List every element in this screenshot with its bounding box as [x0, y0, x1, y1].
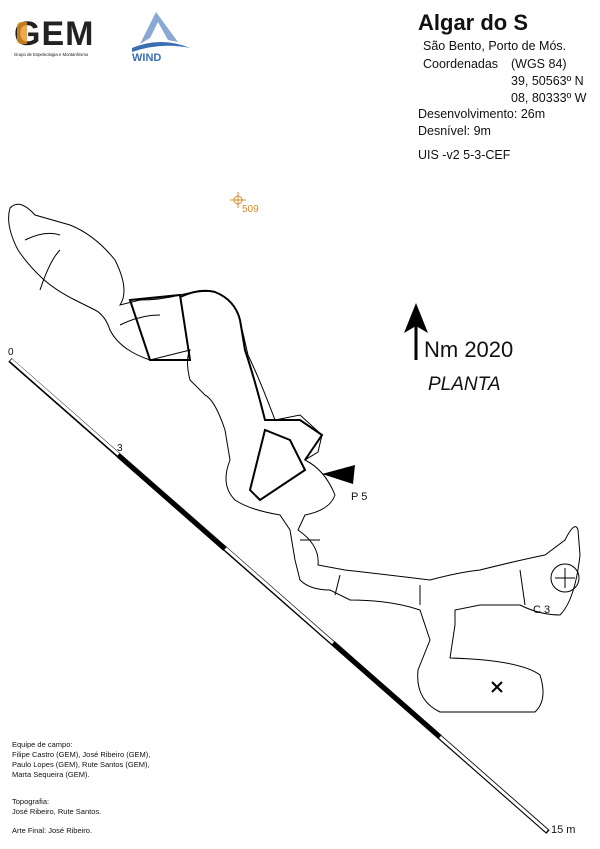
topography: José Ribeiro, Rute Santos.: [12, 807, 102, 816]
field-team-label: Equipe de campo:: [12, 740, 73, 749]
scale-label-3: 3: [117, 443, 123, 454]
latitude: 39, 50563º N: [511, 74, 584, 88]
wind-logo: WIND: [128, 8, 194, 68]
gem-logo-subtitle: Grupo de Espeleologia e Montanhismo: [14, 52, 89, 57]
cave-outline: [8, 203, 581, 713]
topography-label: Topografia:: [12, 797, 50, 806]
gem-logo: GEM Grupo de Espeleologia e Montanhismo: [14, 16, 104, 66]
development: Desenvolvimento: 26m: [418, 107, 546, 121]
coordinates-label: Coordenadas: [423, 57, 499, 71]
gem-logo-text: GEM: [14, 15, 95, 53]
wind-logo-text: WIND: [132, 52, 162, 64]
scale-segment-black: [331, 641, 442, 739]
scale-label-15: 15 m: [551, 824, 576, 836]
view-label: PLANTA: [428, 374, 501, 395]
pit-entrance-marker-icon: [322, 465, 355, 484]
north-label: Nm 2020: [424, 337, 514, 362]
scale-label-0: 0: [8, 347, 14, 358]
datum: (WGS 84): [511, 57, 567, 71]
depth: Desnível: 9m: [418, 124, 491, 138]
north-arrow-icon: [404, 303, 428, 360]
mountain-icon: [132, 12, 190, 52]
pit-label: P 5: [351, 491, 368, 503]
field-team-line: Paulo Lopes (GEM), Rute Santos (GEM),: [12, 760, 150, 769]
final-art: Arte Final: José Ribeiro.: [12, 826, 93, 835]
benchmark-icon: [230, 192, 246, 208]
location: São Bento, Porto de Mós.: [423, 39, 567, 53]
benchmark-label: 509: [242, 204, 259, 215]
longitude: 08, 80333º W: [511, 91, 587, 105]
field-team-line: Marta Sequeira (GEM).: [12, 770, 90, 779]
cave-title: Algar do S: [418, 10, 529, 35]
gem-accent-icon: [17, 22, 27, 44]
scale-segment-black: [116, 453, 227, 551]
field-team-line: Filipe Castro (GEM), José Ribeiro (GEM),: [12, 750, 151, 759]
chimney-label: C 3: [533, 604, 551, 616]
uis-code: UIS -v2 5-3-CEF: [418, 148, 511, 162]
scale-bar: [8, 358, 550, 834]
